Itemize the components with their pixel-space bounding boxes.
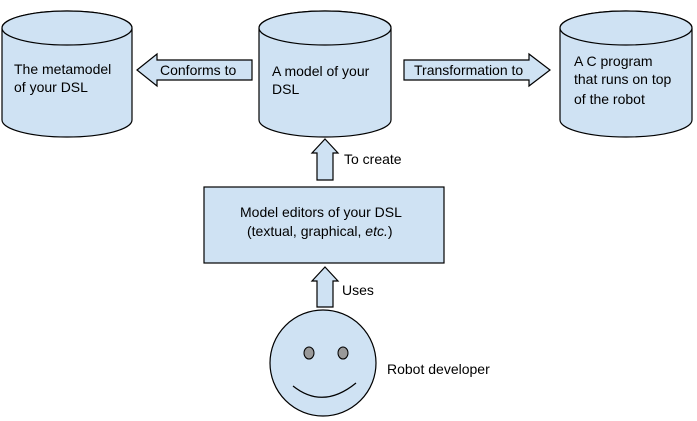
model-editors-label-line2: (textual, graphical, etc.) <box>247 223 393 239</box>
right-eye-icon <box>337 346 349 360</box>
left-eye-icon <box>303 346 315 360</box>
to-create-arrow: To create <box>310 138 402 181</box>
model-editors-label-line1: Model editors of your DSL <box>240 204 402 220</box>
transformation-to-label: Transformation to <box>414 62 523 78</box>
conforms-to-arrow: Conforms to <box>136 52 253 88</box>
uses-arrow: Uses <box>310 266 374 308</box>
c-program-cylinder: A C program that runs on top of the robo… <box>559 10 693 138</box>
smiley-face-icon <box>269 309 377 417</box>
c-program-label-line2: that runs on top <box>574 71 672 87</box>
model-editors-label-prefix: (textual, graphical, <box>247 223 365 239</box>
uses-label: Uses <box>342 282 374 298</box>
metamodel-label-line2: of your DSL <box>14 79 88 95</box>
smile-icon <box>292 382 357 398</box>
metamodel-label-line1: The metamodel <box>14 61 111 77</box>
model-cylinder: A model of your DSL <box>258 10 392 138</box>
robot-developer-label: Robot developer <box>387 361 490 377</box>
model-label-line2: DSL <box>272 81 299 97</box>
metamodel-cylinder: The metamodel of your DSL <box>1 10 133 138</box>
model-editors-label-italic: etc. <box>365 223 388 239</box>
c-program-label-line3: of the robot <box>574 91 645 107</box>
conforms-to-label: Conforms to <box>160 62 236 78</box>
c-program-label-line1: A C program <box>574 53 653 69</box>
model-editors-box: Model editors of your DSL (textual, grap… <box>203 186 445 264</box>
to-create-label: To create <box>344 151 402 167</box>
model-label-line1: A model of your <box>272 63 370 79</box>
transformation-to-arrow: Transformation to <box>403 52 551 88</box>
model-editors-label-suffix: ) <box>388 223 393 239</box>
